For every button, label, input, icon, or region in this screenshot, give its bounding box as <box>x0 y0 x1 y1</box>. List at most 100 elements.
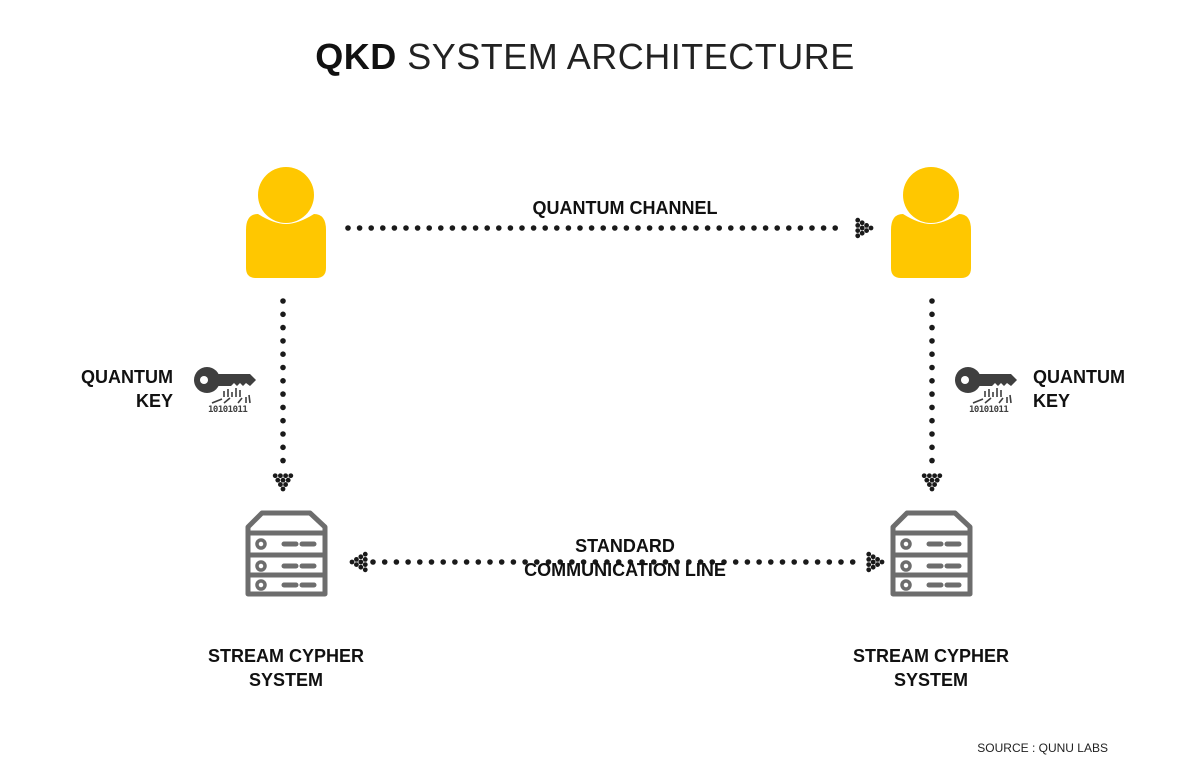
connector-dot <box>786 225 792 231</box>
connector-dot <box>600 225 606 231</box>
quantum-key-left-arrow <box>272 298 294 492</box>
connector-dot <box>580 559 587 565</box>
arrowhead-dot <box>868 225 874 231</box>
arrowhead-dot <box>859 230 865 236</box>
standard-line-label: STANDARD COMMUNICATION LINE <box>470 534 780 582</box>
connector-dot <box>774 225 780 231</box>
connector-dot <box>744 559 751 565</box>
connector-dot <box>542 225 548 231</box>
quantum-key-right-text-2: KEY <box>1033 391 1071 411</box>
server-right-text-2: SYSTEM <box>893 670 968 690</box>
arrowhead-dot <box>358 564 364 570</box>
connector-dot <box>814 559 821 565</box>
arrowhead-dot <box>866 567 872 573</box>
arrowhead-dot <box>855 228 861 234</box>
arrowhead-dot <box>358 554 364 560</box>
arrowhead-dot <box>288 473 294 479</box>
arrowhead-dot <box>283 473 288 479</box>
connector-dot <box>463 559 470 565</box>
arrowhead-dot <box>280 486 286 492</box>
connector-dot <box>280 378 286 384</box>
connector-dot <box>929 417 935 424</box>
arrowhead-dot <box>859 220 865 226</box>
connector-dot <box>646 225 653 231</box>
key-binary: 10101011 <box>208 405 247 415</box>
source-note: SOURCE : QUNU LABS <box>977 741 1108 755</box>
title-bold: QKD <box>315 36 397 77</box>
arrowhead-dot <box>349 559 355 565</box>
arrowhead-dot <box>870 564 876 570</box>
arrowhead-dot <box>870 554 876 560</box>
arrowhead-dot <box>280 477 286 483</box>
user-head <box>903 167 959 223</box>
connector-dot <box>686 559 692 565</box>
connector-dot <box>356 225 363 231</box>
key-binary: 10101011 <box>969 405 1008 415</box>
arrowhead-dot <box>278 473 283 479</box>
connector-dot <box>280 364 286 371</box>
arrowhead-dot <box>855 217 861 223</box>
connector-dot <box>280 391 286 397</box>
connector-dot <box>716 225 722 231</box>
connector-dot <box>510 559 517 565</box>
connector-dot <box>522 559 528 565</box>
connector-dot <box>345 225 351 231</box>
connector-dot <box>414 225 421 231</box>
user-icon-right <box>891 167 971 278</box>
server-icon-right <box>890 510 973 597</box>
connector-dot <box>768 559 774 565</box>
connector-dot <box>577 225 583 231</box>
server-left-text-1: STREAM CYPHER <box>207 646 364 666</box>
connector-dot <box>929 338 935 344</box>
connector-dot <box>534 559 540 565</box>
connector-dot <box>929 378 935 384</box>
connector-dot <box>797 225 804 231</box>
connector-dot <box>662 559 669 565</box>
arrowhead-dot <box>285 477 291 483</box>
arrowhead-dot <box>362 562 368 567</box>
connector-dot <box>588 225 595 231</box>
connector-dot <box>704 225 711 231</box>
connector-dot <box>472 225 479 231</box>
standard-line-text-1: STANDARD <box>575 536 675 556</box>
connector-dot <box>849 559 856 565</box>
connector-dot <box>929 431 935 437</box>
arrowhead-dot <box>932 482 937 487</box>
connector-dot <box>820 225 827 231</box>
connector-dot <box>368 225 375 231</box>
connector-dot <box>381 559 388 565</box>
connector-dot <box>651 559 657 565</box>
connector-dot <box>929 457 935 464</box>
connector-dot <box>929 391 935 397</box>
user-icon-left <box>246 167 326 278</box>
connector-dot <box>739 225 746 231</box>
title-light: SYSTEM ARCHITECTURE <box>407 36 855 77</box>
connector-dot <box>391 225 398 231</box>
connector-dot <box>751 225 757 231</box>
connector-dot <box>565 225 572 231</box>
arrowhead-dot <box>864 228 869 234</box>
connector-dot <box>554 225 560 231</box>
connector-dot <box>592 559 599 565</box>
arrowhead-dot <box>866 551 872 557</box>
arrowhead-dot <box>283 482 288 487</box>
connector-dot <box>838 559 844 565</box>
connector-dot <box>545 559 552 565</box>
connector-dot <box>929 311 935 318</box>
connector-dot <box>280 457 286 464</box>
user-body <box>246 214 326 278</box>
quantum-key-right-label: QUANTUM KEY <box>1033 365 1173 413</box>
connector-dot <box>627 559 634 565</box>
connector-dot <box>507 225 514 231</box>
connector-dot <box>929 364 935 371</box>
connector-dot <box>438 225 444 231</box>
server-left-label: STREAM CYPHER SYSTEM <box>186 644 386 692</box>
connector-dot <box>428 559 435 565</box>
arrowhead-dot <box>866 557 872 562</box>
connector-dot <box>623 225 630 231</box>
quantum-key-right-text-1: QUANTUM <box>1033 367 1125 387</box>
arrowhead-dot <box>855 223 861 228</box>
connector-dot <box>809 225 815 231</box>
arrowhead-dot <box>924 477 930 483</box>
